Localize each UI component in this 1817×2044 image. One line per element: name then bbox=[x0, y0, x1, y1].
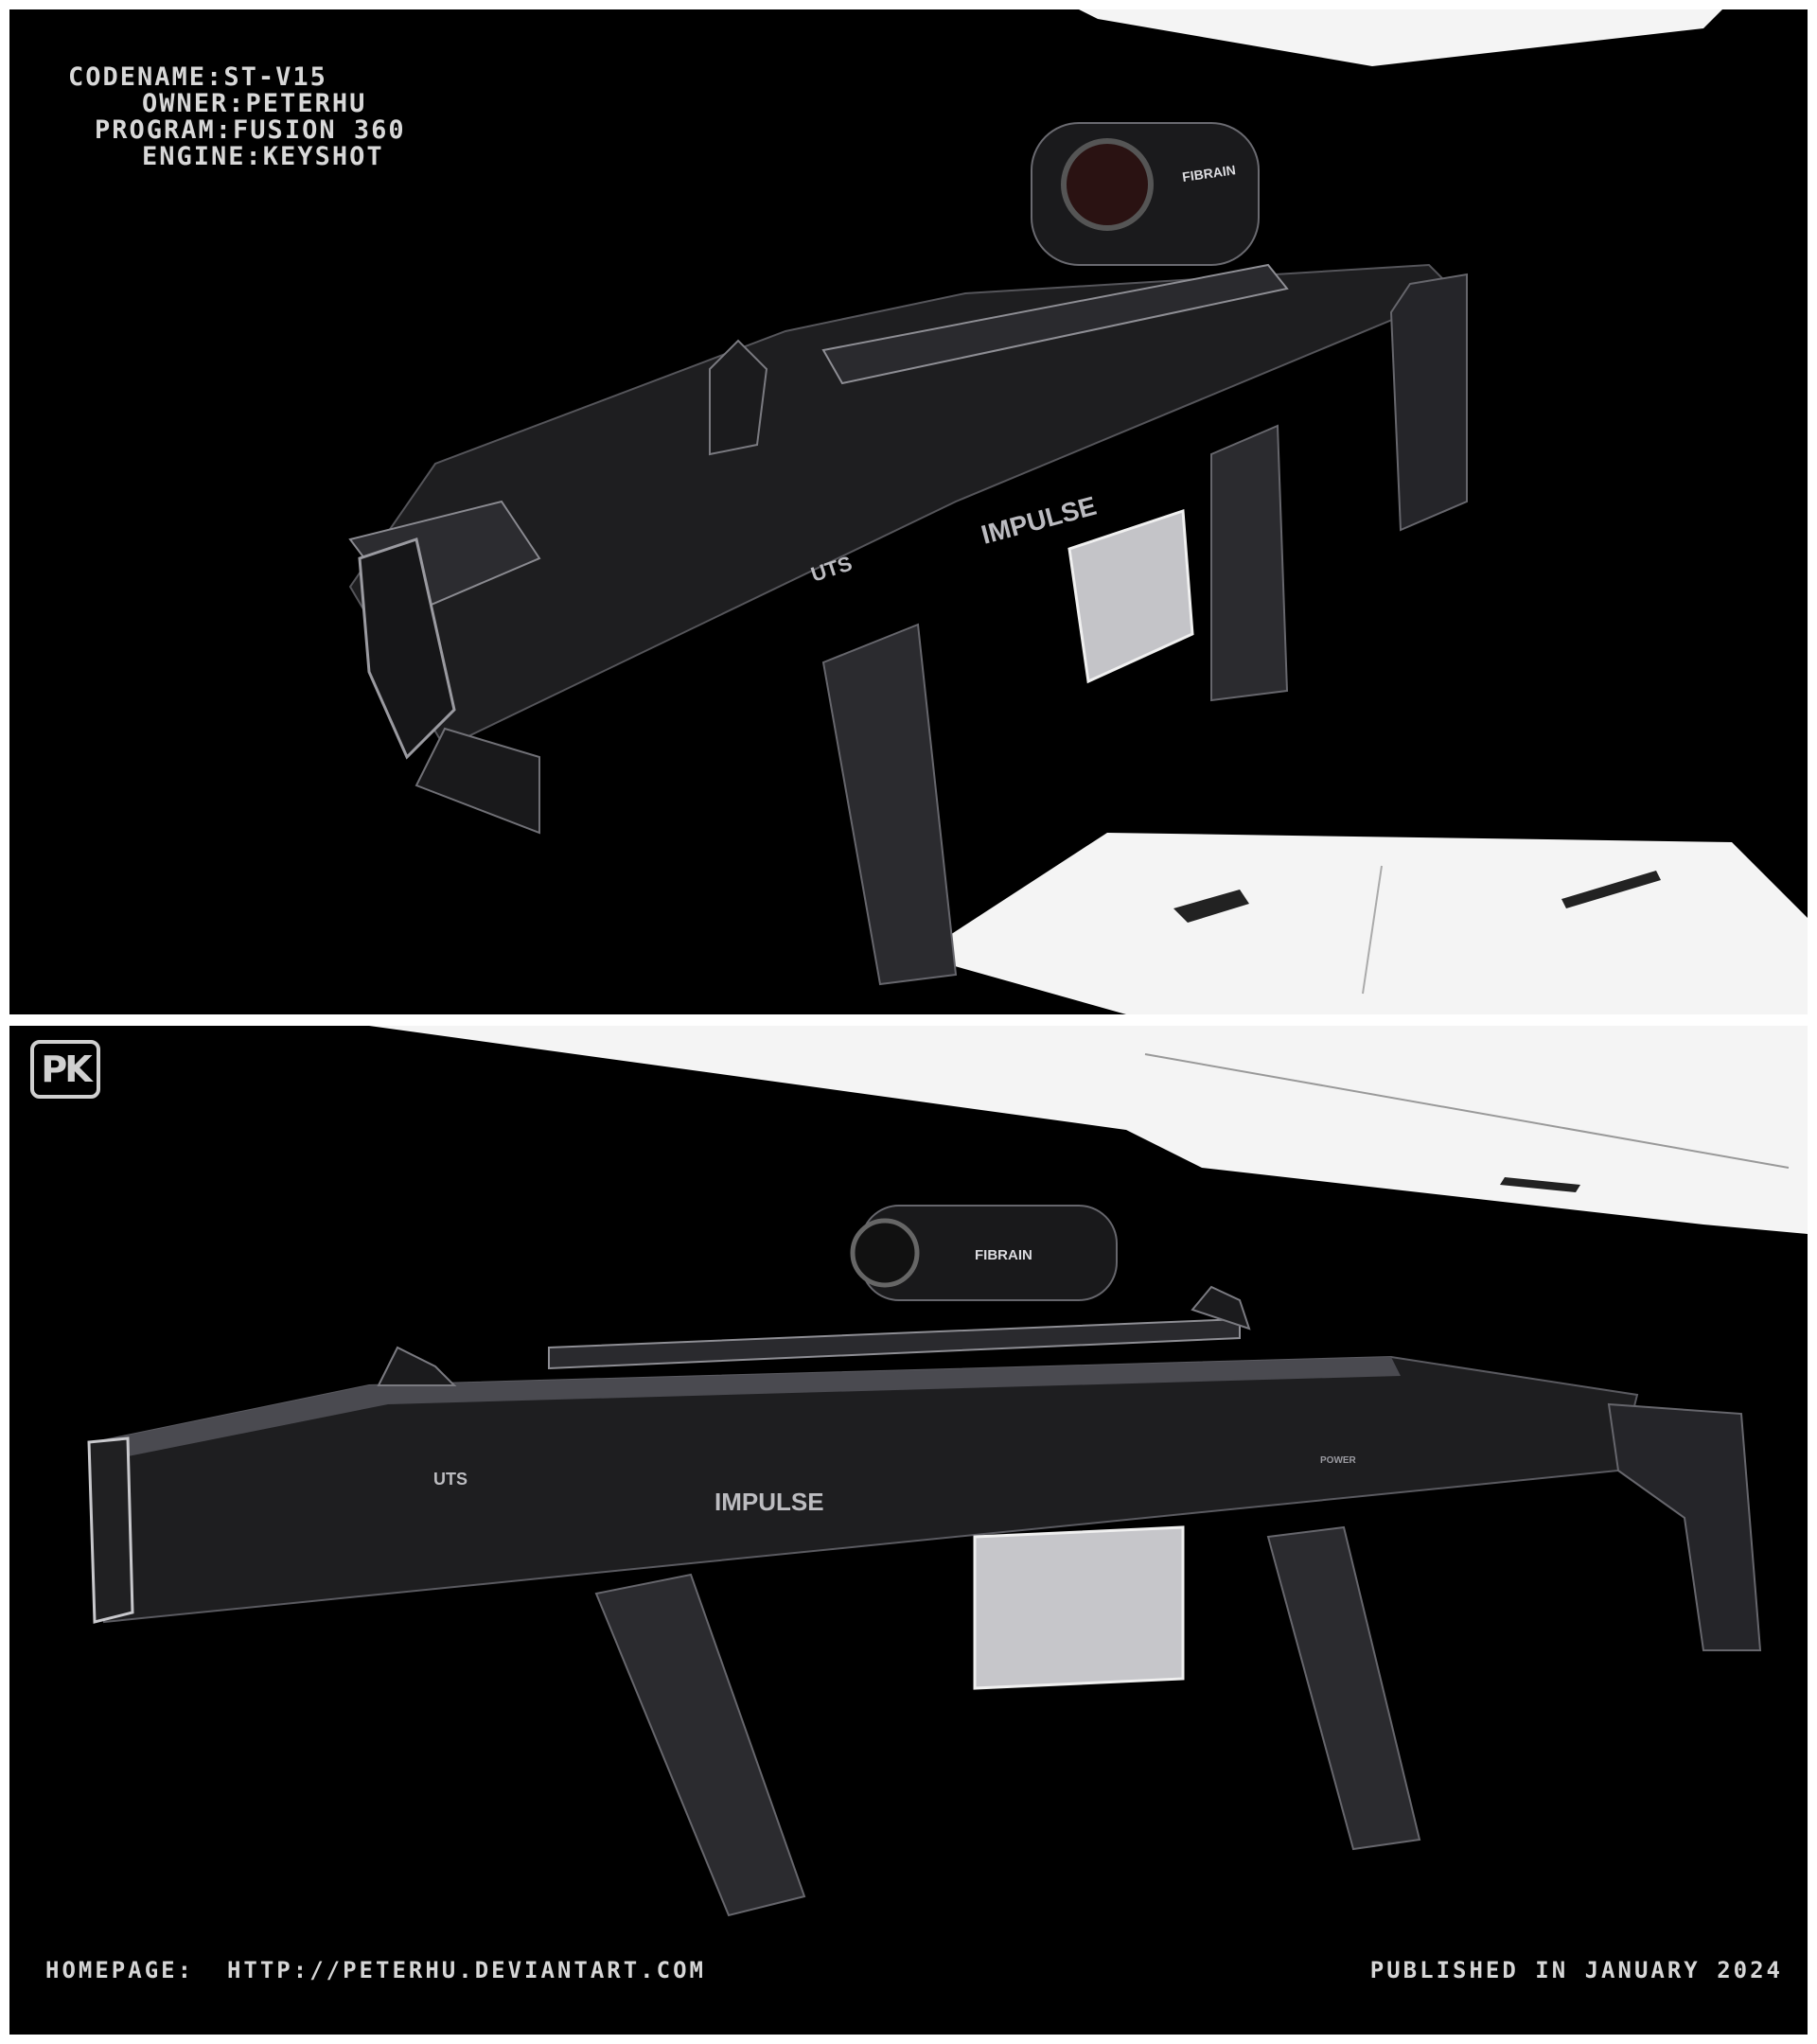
spec-codename-label: CODENAME: bbox=[68, 62, 224, 92]
spec-codename-value: ST-V15 bbox=[223, 62, 327, 92]
impulse-marking: IMPULSE bbox=[714, 1488, 824, 1516]
render-panel-top: IMPULSE UTS FIBRAIN CODENAME:ST-V15 OWNE… bbox=[9, 9, 1808, 1014]
spec-block: CODENAME:ST-V15 OWNER:PETERHU PROGRAM:FU… bbox=[68, 64, 406, 170]
uts-marking: UTS bbox=[433, 1470, 467, 1489]
ceiling-line bbox=[1144, 1053, 1790, 1169]
floor-slot bbox=[1173, 890, 1249, 923]
rifle-render-side: FIBRAIN IMPULSE UTS POWER bbox=[87, 1205, 1762, 1917]
pk-monogram-icon: PK bbox=[30, 1040, 100, 1099]
homepage-line: HOMEPAGE: HTTP://PETERHU.DEVIANTART.COM bbox=[45, 1957, 706, 1983]
spec-program: PROGRAM:FUSION 360 bbox=[68, 117, 406, 144]
ceiling-slot bbox=[1500, 1177, 1580, 1192]
ceiling-plate bbox=[1079, 9, 1722, 66]
floor-slot bbox=[1561, 871, 1661, 908]
spec-program-label: PROGRAM: bbox=[95, 115, 234, 145]
homepage-url: HTTP://PETERHU.DEVIANTART.COM bbox=[226, 1957, 706, 1983]
rifle-render-top: IMPULSE UTS FIBRAIN bbox=[348, 122, 1468, 986]
render-illustration-bottom: FIBRAIN IMPULSE UTS POWER bbox=[87, 1026, 1808, 1917]
impulse-marking: IMPULSE bbox=[979, 491, 1100, 550]
published-date: PUBLISHED IN JANUARY 2024 bbox=[1369, 1957, 1783, 1983]
homepage-label: HOMEPAGE: bbox=[45, 1957, 195, 1983]
render-panel-bottom: FIBRAIN IMPULSE UTS POWER PK HOMEPAGE: H… bbox=[9, 1026, 1808, 2035]
spec-program-value: FUSION 360 bbox=[233, 115, 406, 145]
spec-codename: CODENAME:ST-V15 bbox=[68, 64, 406, 91]
scope-brand-marking: FIBRAIN bbox=[1181, 162, 1236, 185]
spec-owner: OWNER:PETERHU bbox=[68, 91, 406, 117]
floor-plate bbox=[918, 833, 1808, 1014]
render-illustration-top: IMPULSE UTS FIBRAIN bbox=[348, 9, 1808, 1014]
floor-line bbox=[1362, 865, 1383, 995]
ceiling-plate bbox=[369, 1026, 1808, 1234]
scope-brand-marking: FIBRAIN bbox=[975, 1247, 1032, 1263]
power-marking: POWER bbox=[1320, 1455, 1357, 1466]
spec-owner-label: OWNER: bbox=[142, 89, 246, 118]
spec-engine-value: KEYSHOT bbox=[262, 142, 384, 171]
spec-engine: ENGINE:KEYSHOT bbox=[68, 144, 406, 170]
spec-engine-label: ENGINE: bbox=[142, 142, 263, 171]
spec-owner-value: PETERHU bbox=[245, 89, 367, 118]
